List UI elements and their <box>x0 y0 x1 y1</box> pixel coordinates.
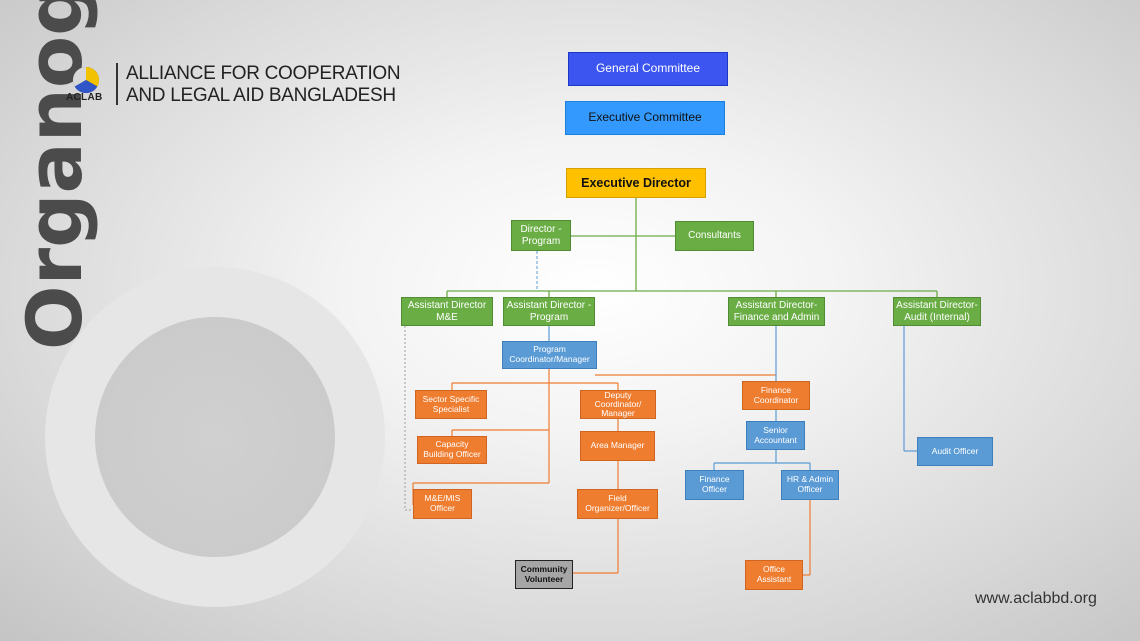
me-mis-officer-box: M&E/MIS Officer <box>413 489 472 519</box>
program-coordinator-box: Program Coordinator/Manager <box>502 341 597 369</box>
office-assistant-box: Office Assistant <box>745 560 803 590</box>
logo-divider <box>116 63 118 105</box>
org-name-line2: AND LEGAL AID BANGLADESH <box>126 85 396 106</box>
community-volunteer-box: Community Volunteer <box>515 560 573 589</box>
hr-admin-officer-box: HR & Admin Officer <box>781 470 839 500</box>
director-program-box: Director - Program <box>511 220 571 251</box>
general-committee-box: General Committee <box>568 52 728 86</box>
ad-finance-admin-box: Assistant Director- Finance and Admin <box>728 297 825 326</box>
ad-program-box: Assistant Director - Program <box>503 297 595 326</box>
area-manager-box: Area Manager <box>580 431 655 461</box>
decorative-ring-inner <box>95 317 335 557</box>
finance-officer-box: Finance Officer <box>685 470 744 500</box>
consultants-box: Consultants <box>675 221 754 251</box>
field-organizer-box: Field Organizer/Officer <box>577 489 658 519</box>
org-name-line1: ALLIANCE FOR COOPERATION <box>126 63 401 84</box>
aclab-logo-icon <box>72 66 100 94</box>
logo-text: ACLAB <box>66 92 103 103</box>
deputy-coordinator-box: Deputy Coordinator/ Manager <box>580 390 656 419</box>
executive-director-box: Executive Director <box>566 168 706 198</box>
ad-me-box: Assistant Director M&E <box>401 297 493 326</box>
finance-coordinator-box: Finance Coordinator <box>742 381 810 410</box>
ad-audit-box: Assistant Director- Audit (Internal) <box>893 297 981 326</box>
senior-accountant-box: Senior Accountant <box>746 421 805 450</box>
website-url: www.aclabbd.org <box>975 590 1097 607</box>
sector-specialist-box: Sector Specific Specialist <box>415 390 487 419</box>
capacity-building-officer-box: Capacity Building Officer <box>417 436 487 464</box>
executive-committee-box: Executive Committee <box>565 101 725 135</box>
audit-officer-box: Audit Officer <box>917 437 993 466</box>
